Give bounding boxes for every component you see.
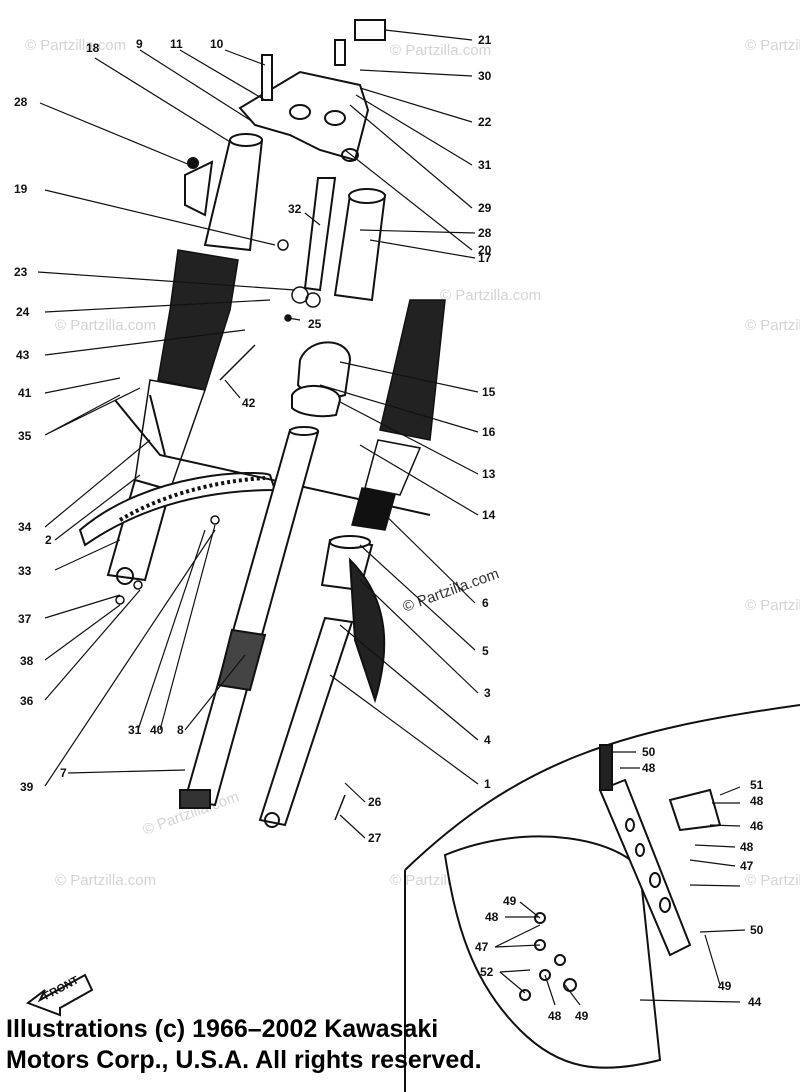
callout-label: 29 <box>478 201 492 215</box>
callout-label: 24 <box>16 305 30 319</box>
callout-label: 19 <box>14 182 28 196</box>
callout-label: 10 <box>210 37 224 51</box>
callout-label: 30 <box>478 69 492 83</box>
callout-label: 50 <box>642 745 656 759</box>
callout-label: 26 <box>368 795 382 809</box>
callout-label: 17 <box>478 251 492 265</box>
callout-label: 48 <box>548 1009 562 1023</box>
watermark-text: © Partzilla.com <box>55 317 156 334</box>
callout-label: 33 <box>18 564 32 578</box>
callout-label: 5 <box>482 644 489 658</box>
callout-label: 8 <box>177 723 184 737</box>
copyright-notice: Illustrations (c) 1966–2002 Kawasaki Mot… <box>6 1014 606 1076</box>
callout-label: 31 <box>478 158 492 172</box>
upper-bracket <box>238 19 386 162</box>
callout-label: 14 <box>482 508 496 522</box>
callout-label: 48 <box>642 761 656 775</box>
callout-label: 25 <box>308 317 322 331</box>
callout-label: 49 <box>718 979 732 993</box>
callout-label: 4 <box>484 733 491 747</box>
watermark-text: © Partzilla.com <box>745 317 800 334</box>
callout-label: 6 <box>482 596 489 610</box>
callout-label: 51 <box>750 778 764 792</box>
callout-label: 39 <box>20 780 34 794</box>
callout-label: 44 <box>748 995 762 1009</box>
callout-label: 7 <box>60 766 67 780</box>
callout-label: 46 <box>750 819 764 833</box>
front-arrow-icon: FRONT <box>25 973 94 1017</box>
fender-stay <box>114 394 431 516</box>
callout-label: 9 <box>136 37 143 51</box>
watermark-text: © Partzilla.com <box>745 597 800 614</box>
callout-label: 36 <box>20 694 34 708</box>
callout-label: 47 <box>475 940 489 954</box>
watermark-text: © Partzilla.com <box>25 37 126 54</box>
watermark-text: © Partzilla.com <box>440 287 541 304</box>
callout-label: 34 <box>18 520 32 534</box>
callout-label: 2 <box>45 533 52 547</box>
steering-stem <box>291 177 387 418</box>
callout-label: 52 <box>480 965 494 979</box>
front-fender <box>78 472 277 547</box>
callout-label: 28 <box>478 226 492 240</box>
small-hardware <box>115 239 346 821</box>
callout-label: 32 <box>288 202 302 216</box>
callout-label: 35 <box>18 429 32 443</box>
callout-labels: 21 30 22 31 29 20 28 17 32 18 9 11 10 28… <box>14 33 764 1023</box>
watermark-text: © Partzilla.com <box>55 872 156 889</box>
left-fork-upper-tube <box>184 133 264 252</box>
callout-label: 42 <box>242 396 256 410</box>
callout-label: 15 <box>482 385 496 399</box>
callout-label: 40 <box>150 723 164 737</box>
callout-label: 50 <box>750 923 764 937</box>
callout-label: 48 <box>740 840 754 854</box>
callout-label: 41 <box>18 386 32 400</box>
callout-label: 23 <box>14 265 28 279</box>
watermark-text: © Partzilla.com <box>745 872 800 889</box>
callout-label: 37 <box>18 612 32 626</box>
callout-label: 16 <box>482 425 496 439</box>
callout-label: 20 <box>478 243 492 257</box>
watermark-text: © Partzilla.com <box>390 42 491 59</box>
right-fork-outer-leg <box>258 535 374 828</box>
left-fork-boot <box>134 249 239 491</box>
callout-label: 27 <box>368 831 382 845</box>
callout-label: 47 <box>740 859 754 873</box>
callout-label: 38 <box>20 654 34 668</box>
callout-label: 1 <box>484 777 491 791</box>
callout-label: 22 <box>478 115 492 129</box>
callout-label: 31 <box>128 723 142 737</box>
watermark-text: © Partzilla.com <box>745 37 800 54</box>
callout-label: 43 <box>16 348 30 362</box>
copyright-line-2: Motors Corp., U.S.A. All rights reserved… <box>6 1046 482 1074</box>
callout-label: 48 <box>750 794 764 808</box>
right-fork-boot <box>351 299 446 531</box>
callout-label: 21 <box>478 33 492 47</box>
callout-label: 18 <box>86 41 100 55</box>
leader-lines <box>37 29 746 1006</box>
callout-label: 28 <box>14 95 28 109</box>
callout-label: 48 <box>485 910 499 924</box>
copyright-line-1: Illustrations (c) 1966–2002 Kawasaki <box>6 1015 439 1043</box>
callout-label: 49 <box>575 1009 589 1023</box>
right-fender-section <box>348 557 386 704</box>
callout-label: 13 <box>482 467 496 481</box>
callout-label: 11 <box>170 37 183 51</box>
callout-label: 3 <box>484 686 491 700</box>
callout-label: 49 <box>503 894 517 908</box>
